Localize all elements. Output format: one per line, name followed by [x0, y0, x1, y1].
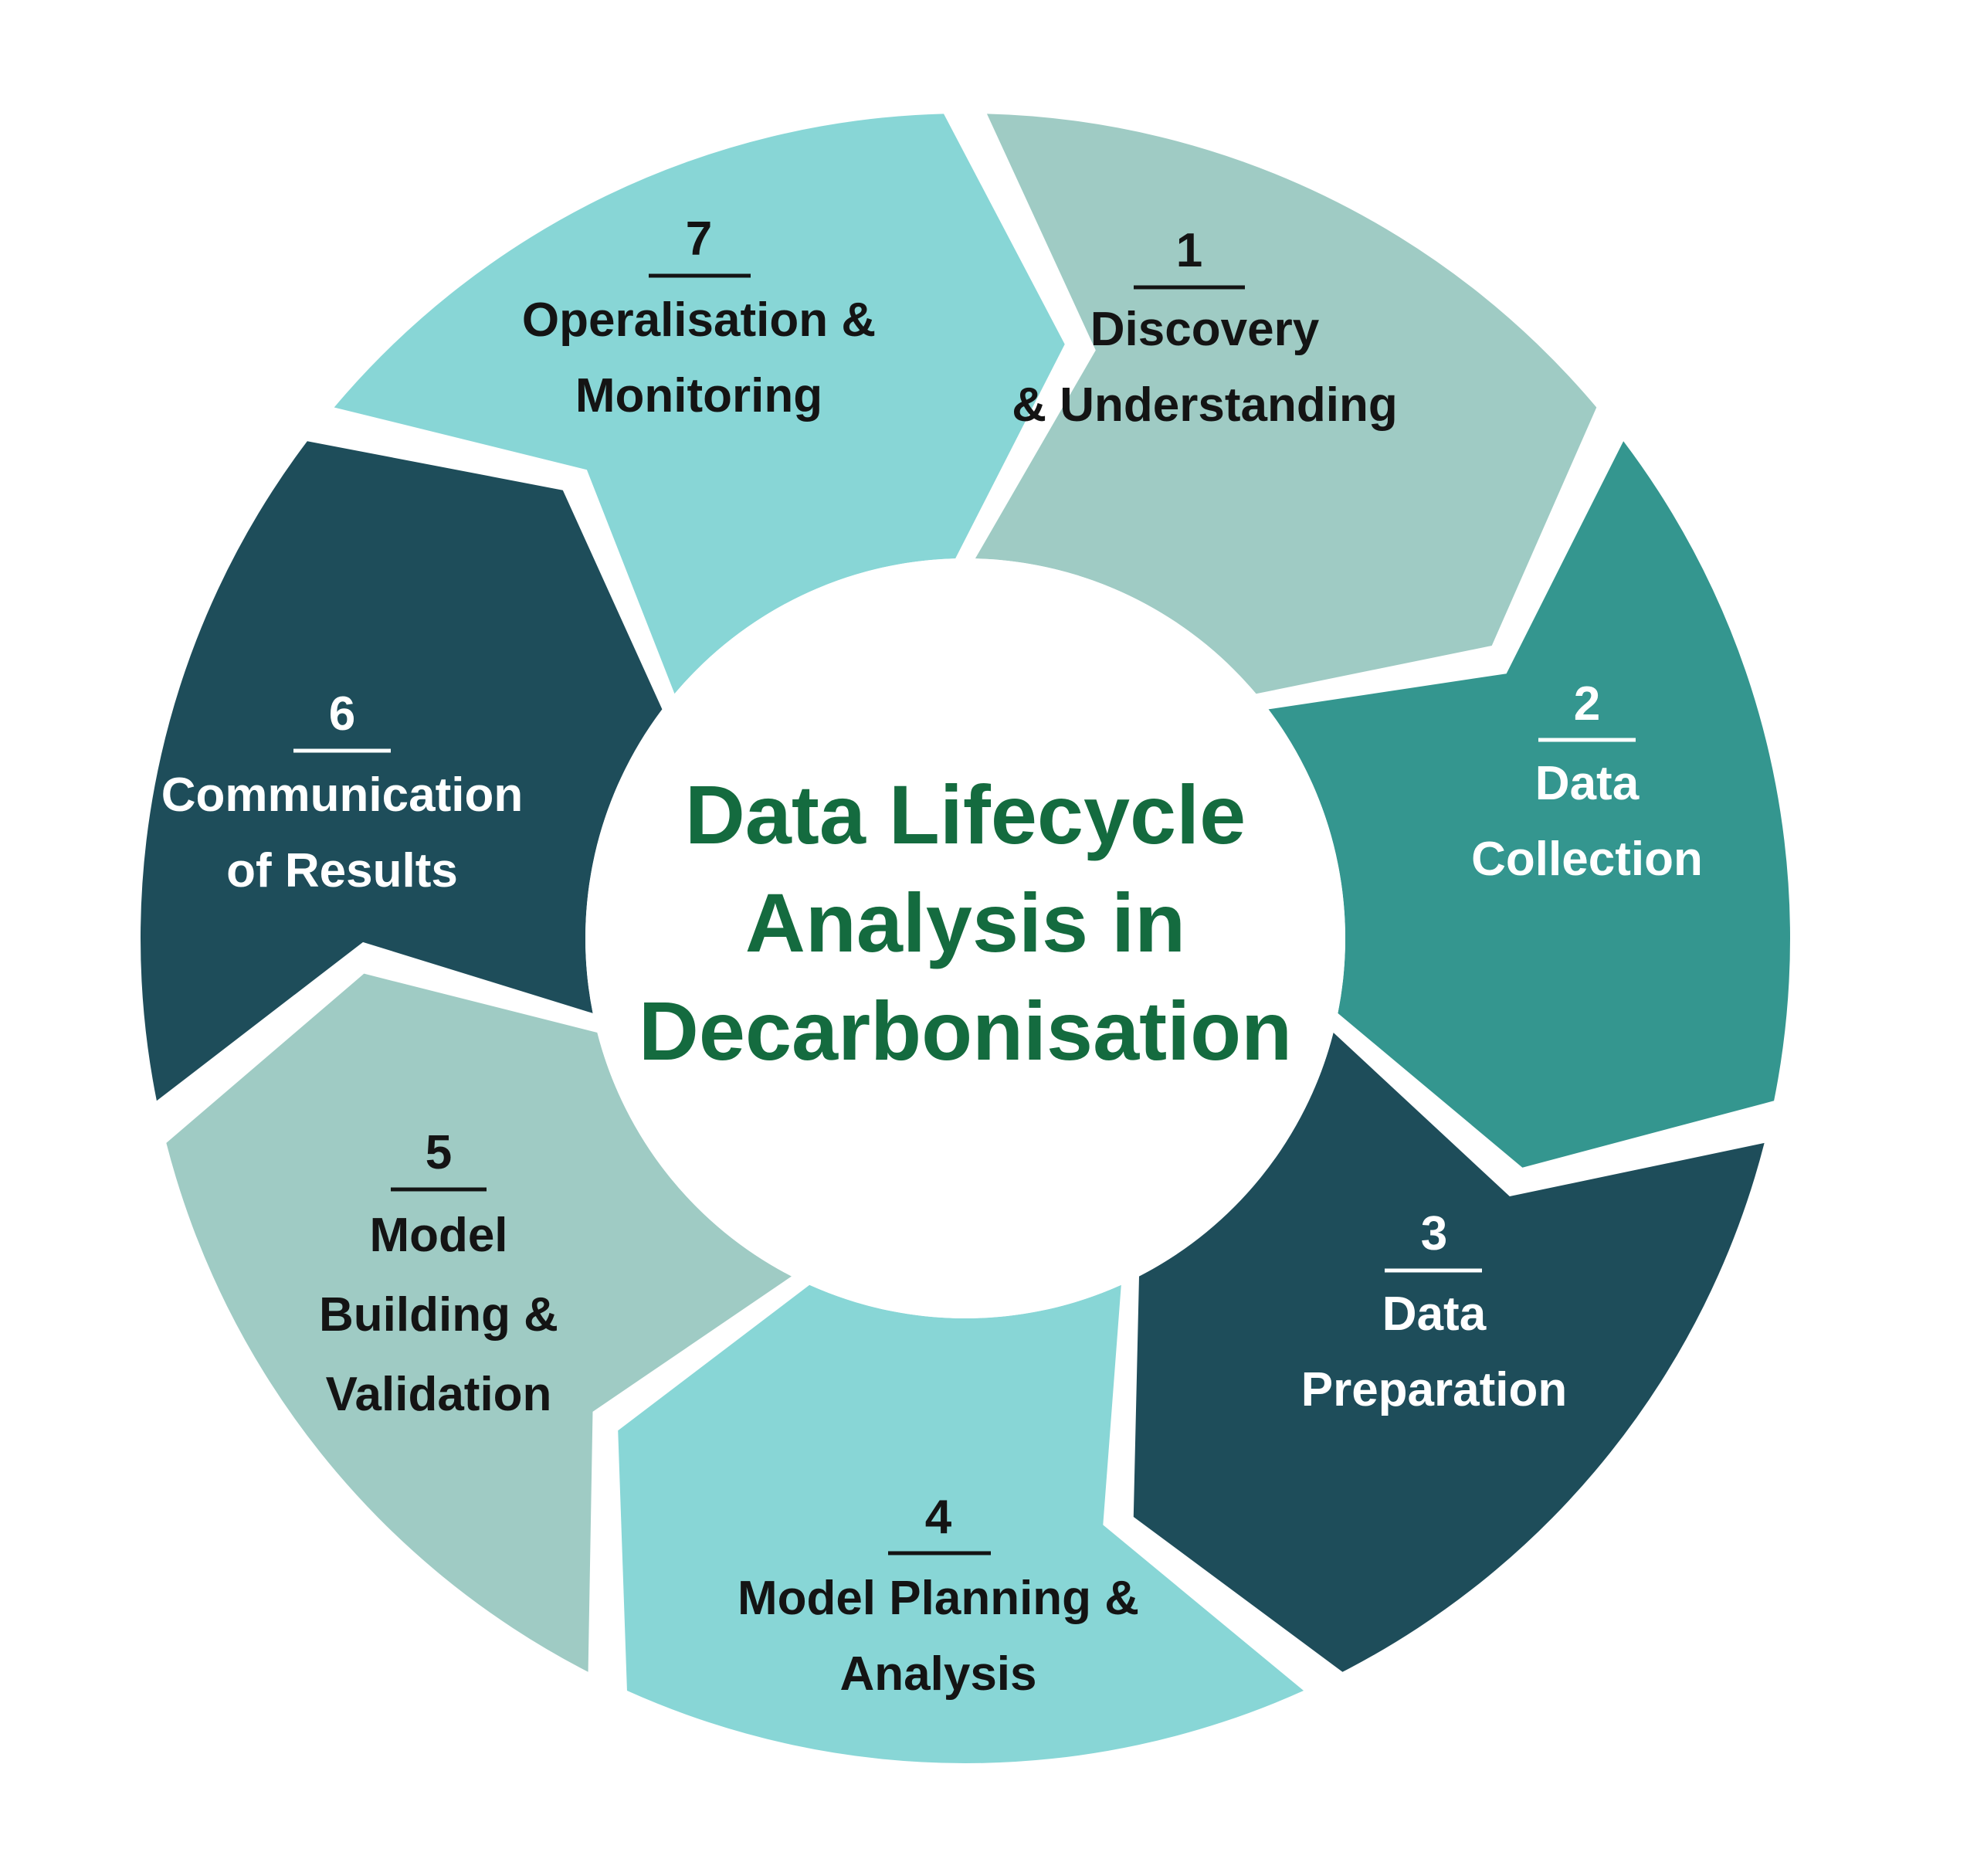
segment-label-3-line-1: Data — [1382, 1287, 1487, 1341]
cycle-segment-7[interactable] — [334, 114, 1065, 694]
segment-label-4-line-2: Analysis — [839, 1647, 1036, 1701]
segment-label-6-line-1: Communication — [161, 768, 523, 822]
segment-label-2-line-1: Data — [1535, 757, 1640, 810]
segment-number-6: 6 — [329, 687, 355, 741]
segment-label-4-line-1: Model Planning & — [738, 1572, 1139, 1625]
center-title-line-3: Decarbonisation — [639, 984, 1292, 1077]
segment-label-1-line-2: & Understanding — [1012, 378, 1397, 432]
center-title-line-2: Analysis in — [745, 876, 1185, 969]
segment-number-5: 5 — [426, 1126, 452, 1179]
center-circle — [585, 558, 1345, 1318]
segment-label-7-line-1: Operalisation & — [522, 293, 876, 347]
segment-label-7-line-2: Monitoring — [575, 369, 822, 422]
segment-label-6-line-2: of Results — [226, 844, 458, 897]
cycle-segment-6[interactable] — [140, 441, 663, 1101]
segment-label-3-line-2: Preparation — [1301, 1363, 1568, 1416]
segment-label-1-line-1: Discovery — [1090, 303, 1320, 356]
segment-label-5-line-1: Model — [369, 1209, 507, 1262]
center-hub: Data Lifecycle Analysis in Decarbonisati… — [585, 558, 1345, 1318]
segment-number-7: 7 — [686, 212, 712, 266]
cycle-segment-3[interactable] — [1133, 1033, 1765, 1672]
cycle-segment-5[interactable] — [166, 973, 792, 1672]
segment-number-2: 2 — [1574, 677, 1600, 731]
segment-label-5-line-2: Building & — [319, 1288, 558, 1342]
segment-label-2-line-2: Collection — [1471, 833, 1703, 886]
segment-number-3: 3 — [1421, 1207, 1447, 1260]
cycle-segment-2[interactable] — [1268, 441, 1791, 1168]
cycle-segment-4[interactable] — [618, 1284, 1304, 1764]
segment-number-4: 4 — [925, 1491, 952, 1544]
segment-group — [140, 114, 1791, 1764]
segment-label-5-line-3: Validation — [326, 1368, 552, 1421]
center-title-line-1: Data Lifecycle — [685, 768, 1246, 861]
segment-number-1: 1 — [1176, 224, 1202, 277]
cycle-segment-1[interactable] — [975, 114, 1597, 694]
